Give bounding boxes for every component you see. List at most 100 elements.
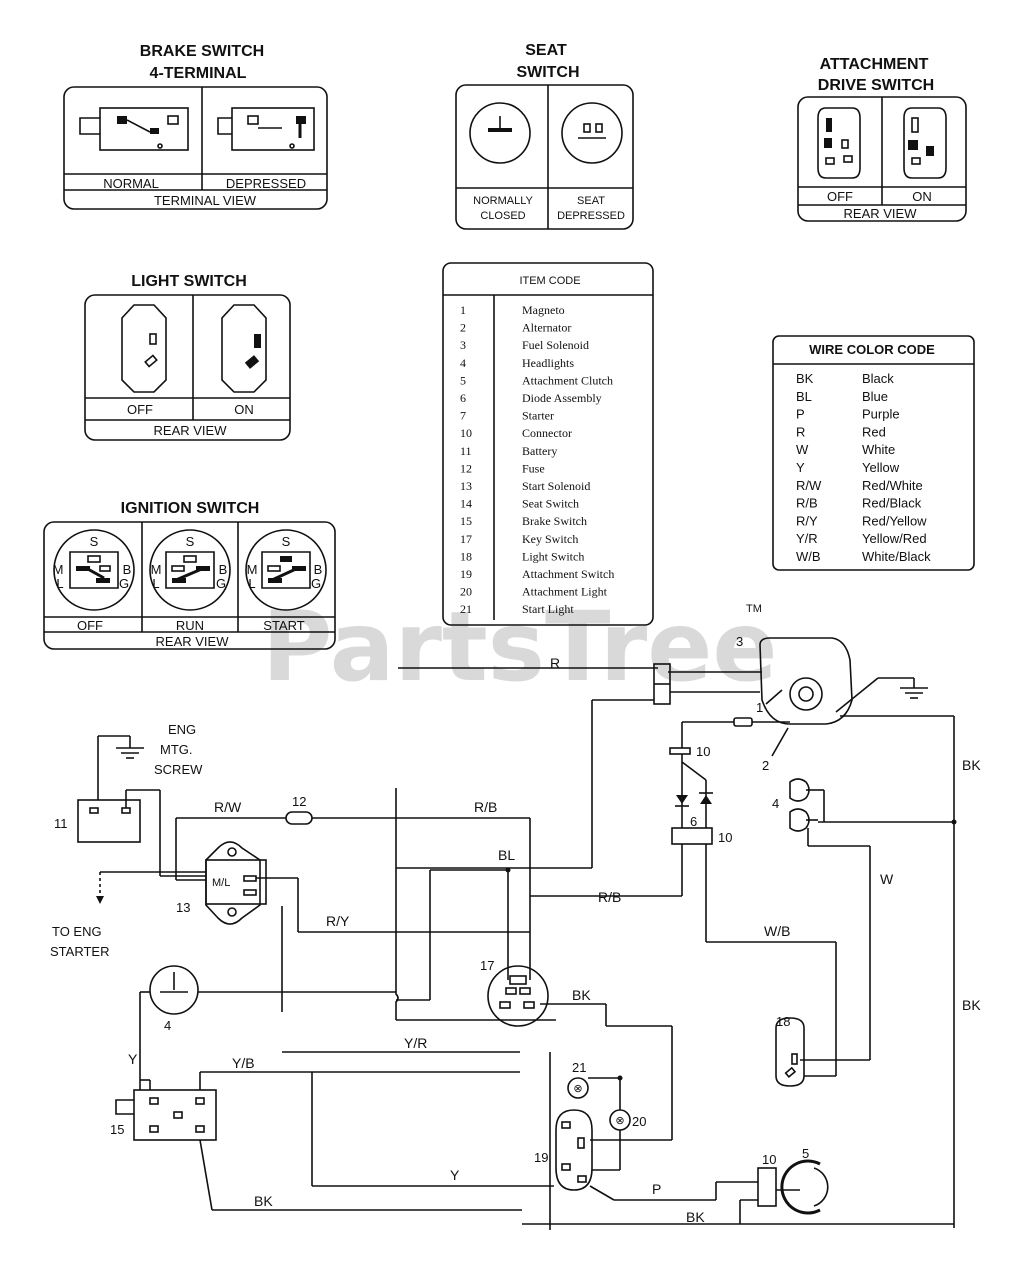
wire-y-bottom-label: Y <box>450 1167 460 1183</box>
item-code-number: 7 <box>460 409 466 423</box>
ign-off-b: B <box>123 562 132 577</box>
item-19-label: 19 <box>534 1150 548 1165</box>
item-4a-label: 4 <box>772 796 779 811</box>
item-code-number: 2 <box>460 321 466 335</box>
item-code-number: 19 <box>460 567 472 581</box>
attachment-on-label: ON <box>912 189 932 204</box>
ign-start-b: B <box>314 562 323 577</box>
ign-run-l: L <box>152 576 159 591</box>
item-5-label: 5 <box>802 1146 809 1161</box>
item-code-number: 18 <box>460 549 472 563</box>
item-code-number: 12 <box>460 461 472 475</box>
item-10c-label: 10 <box>762 1152 776 1167</box>
wire-color-title: WIRE COLOR CODE <box>809 342 935 357</box>
item-code-name: Alternator <box>522 321 571 335</box>
seat-switch-subtitle: SWITCH <box>516 64 579 81</box>
wire-rb-mid-label: R/B <box>598 889 621 905</box>
attachment-switch-subtitle: DRIVE SWITCH <box>818 77 934 94</box>
item-18-label: 18 <box>776 1014 790 1029</box>
item-code-name: Attachment Clutch <box>522 373 613 387</box>
item-code-name: Seat Switch <box>522 497 579 511</box>
ign-run-m: M <box>151 562 162 577</box>
wire-color-code: R/Y <box>796 513 818 528</box>
brake-switch-subtitle: 4-TERMINAL <box>150 65 247 82</box>
wire-bk-right-label: BK <box>962 757 981 773</box>
item-code-name: Fuel Solenoid <box>522 338 589 352</box>
wire-bk-mid-label: BK <box>572 987 591 1003</box>
ign-off-s: S <box>90 534 99 549</box>
item-17-label: 17 <box>480 958 494 973</box>
item-2-label: 2 <box>762 758 769 773</box>
wire-bk-right-low-label: BK <box>962 997 981 1013</box>
wire-bk-low-label: BK <box>254 1193 273 1209</box>
item-21-label: 21 <box>572 1060 586 1075</box>
wire-color-code: Y/R <box>796 531 818 546</box>
wire-color-name: Red/Black <box>862 496 922 511</box>
item-6-label: 6 <box>690 814 697 829</box>
item-code-number: 21 <box>460 602 472 616</box>
brake-terminal-view-label: TERMINAL VIEW <box>154 193 257 208</box>
item-code-number: 15 <box>460 514 472 528</box>
ign-run-b: B <box>219 562 228 577</box>
item-15-label: 15 <box>110 1122 124 1137</box>
ign-start-label: START <box>263 618 304 633</box>
wire-p-label: P <box>652 1181 661 1197</box>
item-code-name: Start Light <box>522 602 574 616</box>
ign-start-s: S <box>282 534 291 549</box>
wire-color-code: BK <box>796 371 814 386</box>
wire-ry-label: R/Y <box>326 913 350 929</box>
item-code-number: 4 <box>460 356 466 370</box>
item-11-label: 11 <box>54 816 68 831</box>
wire-yb-label: Y/B <box>232 1055 255 1071</box>
attachment-rear-view-label: REAR VIEW <box>844 206 918 221</box>
light-rear-view-label: REAR VIEW <box>154 423 228 438</box>
schematic: 3 1 2 10 6 10 4 <box>50 634 981 1230</box>
watermark-tm: TM <box>746 603 762 615</box>
ign-off-m: M <box>53 562 64 577</box>
item-code-number: 10 <box>460 426 472 440</box>
wire-color-code: R/B <box>796 496 818 511</box>
wire-color-name: White <box>862 442 895 457</box>
attachment-switch-title: ATTACHMENT <box>820 56 929 73</box>
ignition-switch-title: IGNITION SWITCH <box>121 500 260 517</box>
ign-off-l: L <box>56 576 63 591</box>
item-code-number: 11 <box>460 444 472 458</box>
wire-bk-bottom-label: BK <box>686 1209 705 1225</box>
ign-start-g: G <box>311 576 321 591</box>
seat-normally-label: NORMALLY <box>473 195 533 207</box>
wire-color-name: Red/White <box>862 478 923 493</box>
item-code-name: Start Solenoid <box>522 479 590 493</box>
ign-off-g: G <box>119 576 129 591</box>
item-code-name: Connector <box>522 426 572 440</box>
item-14-label: 4 <box>164 1018 171 1033</box>
item-code-name: Light Switch <box>522 549 584 563</box>
to-eng-label: TO ENG <box>52 924 102 939</box>
brake-switch-panel: BRAKE SWITCH 4-TERMINAL NORMAL DEPRESSED… <box>63 43 328 210</box>
wire-rb-top-label: R/B <box>474 799 497 815</box>
seat-switch-title: SEAT <box>525 42 567 59</box>
item-code-name: Headlights <box>522 356 574 370</box>
item-20-label: 20 <box>632 1114 646 1129</box>
item-code-number: 1 <box>460 303 466 317</box>
item-code-name: Battery <box>522 444 557 458</box>
wire-w-label: W <box>880 871 894 887</box>
lamp-21-glyph: ⊗ <box>573 1083 582 1095</box>
ign-start-l: L <box>248 576 255 591</box>
wire-color-code: R/W <box>796 478 822 493</box>
brake-switch-title: BRAKE SWITCH <box>140 43 264 60</box>
item-code-name: Key Switch <box>522 532 578 546</box>
wire-color-name: Yellow/Red <box>862 531 927 546</box>
ign-rear-view-label: REAR VIEW <box>156 634 230 649</box>
mtg-label: MTG. <box>160 742 193 757</box>
item-code-number: 13 <box>460 479 472 493</box>
wire-color-name: Purple <box>862 407 900 422</box>
item-code-number: 3 <box>460 338 466 352</box>
light-switch-title: LIGHT SWITCH <box>131 273 247 290</box>
solenoid-text: M/L <box>212 877 230 889</box>
item-code-number: 20 <box>460 585 472 599</box>
seat-closed-label: CLOSED <box>480 210 525 222</box>
item-10a-label: 10 <box>696 744 710 759</box>
light-off-label: OFF <box>127 402 153 417</box>
